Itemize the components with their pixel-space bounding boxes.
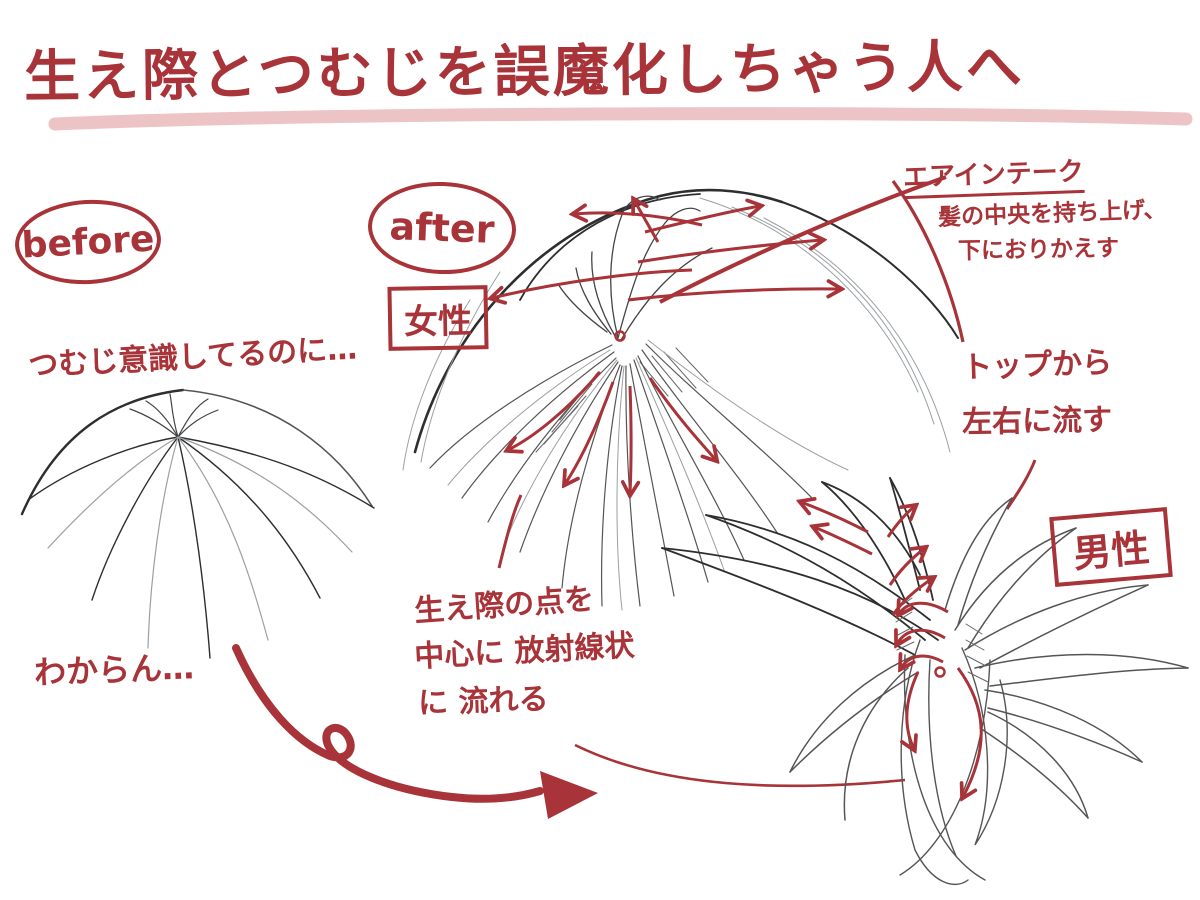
male-hairline-point: [934, 666, 946, 678]
hairline-note-line3: に 流れる: [417, 681, 550, 722]
female-fold-shading: [535, 347, 709, 453]
page-title: 生え際とつむじを誤魔化しちゃう人へ: [23, 34, 1026, 111]
male-label: 男性: [1071, 525, 1152, 576]
top-flow-pointer-lower: [1005, 459, 1037, 510]
air-intake-desc-line2: 下におりかえす: [957, 235, 1120, 265]
female-head-sketch: [402, 188, 959, 611]
top-flow-note-line1: トップから: [961, 345, 1113, 386]
air-intake-pointer: [659, 175, 947, 304]
air-intake-title: エアインテーク: [902, 150, 1085, 200]
male-flow-arrows: [801, 502, 983, 797]
male-text-pointer: [574, 743, 906, 788]
before-head-sketch: [20, 388, 375, 659]
female-hairline-point: [614, 330, 626, 342]
before-label: before: [20, 218, 156, 266]
female-label-box: 女性: [387, 285, 489, 351]
female-flow-arrows: [492, 200, 840, 494]
male-label-box: 男性: [1049, 506, 1173, 588]
hairline-text-pointer: [497, 494, 523, 569]
pointer-lines: [497, 175, 1037, 788]
after-label: after: [388, 204, 496, 252]
female-label: 女性: [403, 300, 473, 343]
top-flow-note-line2: 左右に流す: [961, 402, 1113, 441]
title-underline-stroke: [48, 107, 1193, 131]
before-confused-note: わからん…: [33, 648, 195, 692]
top-flow-pointer-upper: [891, 180, 965, 343]
swoosh-arrowhead: [540, 771, 598, 819]
swoosh-arrow: [232, 644, 598, 819]
